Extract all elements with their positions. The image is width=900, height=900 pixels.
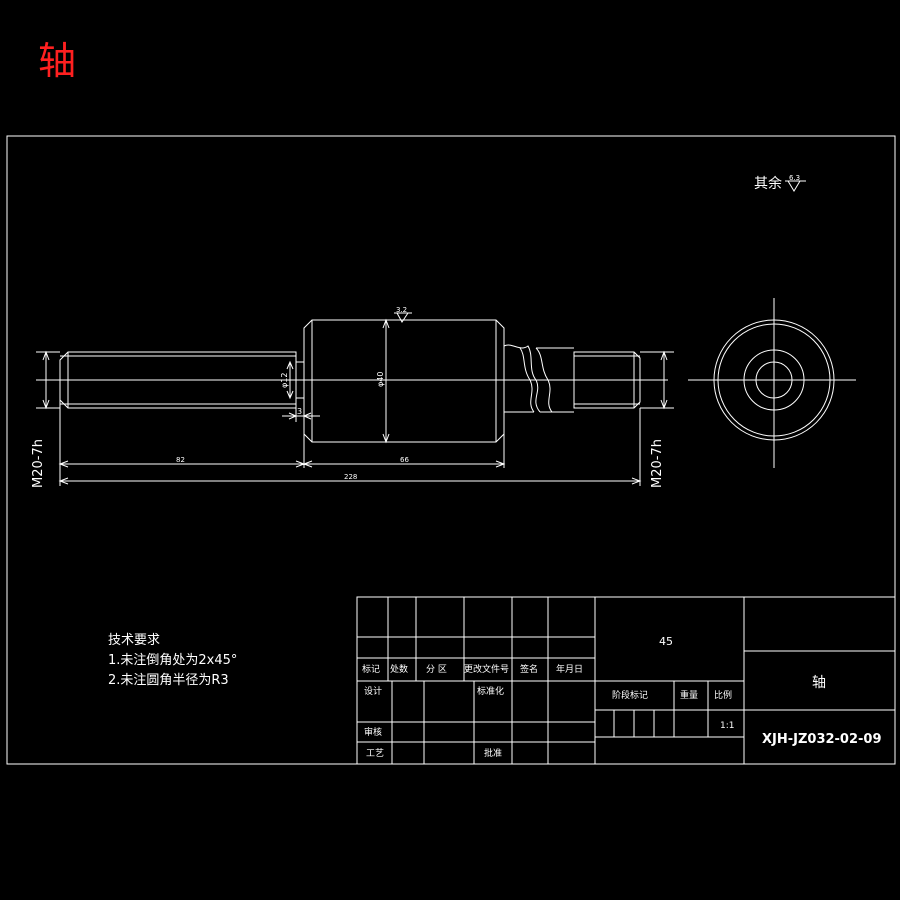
roughness-symbol-icon (785, 180, 806, 192)
tb-stage-mark: 阶段标记 (612, 689, 648, 701)
tb-part-name: 轴 (812, 675, 826, 691)
tb-count: 处数 (390, 663, 408, 675)
tb-change-doc: 更改文件号 (464, 663, 509, 675)
dimension-texts: M20-7h M20-7h φ12 φ40 3 82 66 228 (31, 372, 665, 488)
tb-scale: 1:1 (720, 721, 734, 731)
tb-standard: 标准化 (477, 685, 504, 697)
roughness-prefix: 其余 (754, 175, 782, 192)
tech-item-1: 1.未注倒角处为2x45° (108, 653, 237, 668)
dim-length-82: 82 (176, 456, 185, 464)
break-line (503, 344, 541, 413)
dim-left-thread: M20-7h (31, 439, 46, 488)
tb-drawing-no: XJH-JZ032-02-09 (762, 732, 882, 747)
tb-material: 45 (659, 635, 673, 648)
tb-approve: 批准 (484, 747, 502, 759)
dim-length-228: 228 (344, 473, 357, 481)
dim-small-diameter: φ12 (280, 373, 289, 388)
tb-mark: 标记 (362, 663, 380, 675)
tb-weight: 重量 (680, 689, 698, 701)
dim-length-66: 66 (400, 456, 409, 464)
title-block-texts: 标记 处数 分 区 更改文件号 签名 年月日 设计 标准化 审核 工艺 批准 阶… (362, 635, 882, 759)
dim-large-diameter: φ40 (376, 372, 385, 387)
tb-design: 设计 (364, 685, 382, 697)
tb-zone: 分 区 (426, 664, 447, 675)
tech-heading: 技术要求 (108, 633, 160, 648)
page-title: 轴 (38, 39, 76, 83)
tech-item-2: 2.未注圆角半径为R3 (108, 673, 229, 688)
part-roughness-value: 3.2 (396, 306, 407, 314)
tb-sign: 签名 (520, 663, 538, 675)
title-block (356, 596, 896, 765)
tb-ratio: 比例 (714, 689, 732, 701)
roughness-note: 其余 6.3 (754, 174, 806, 192)
shaft-body (303, 319, 505, 443)
dimension-lines (36, 318, 674, 486)
dim-right-thread: M20-7h (650, 439, 665, 488)
tech-requirements: 技术要求 1.未注倒角处为2x45° 2.未注圆角半径为R3 (108, 633, 237, 688)
part-roughness-icon (394, 312, 412, 323)
tb-process: 工艺 (366, 748, 384, 759)
drawing-frame (6, 135, 896, 765)
shaft-front-view (36, 319, 668, 443)
shaft-side-view (688, 298, 856, 468)
tb-review: 审核 (364, 726, 382, 738)
tb-date: 年月日 (556, 663, 583, 675)
dim-step: 3 (297, 407, 302, 416)
part-roughness: 3.2 (394, 306, 412, 323)
roughness-value: 6.3 (789, 174, 800, 182)
